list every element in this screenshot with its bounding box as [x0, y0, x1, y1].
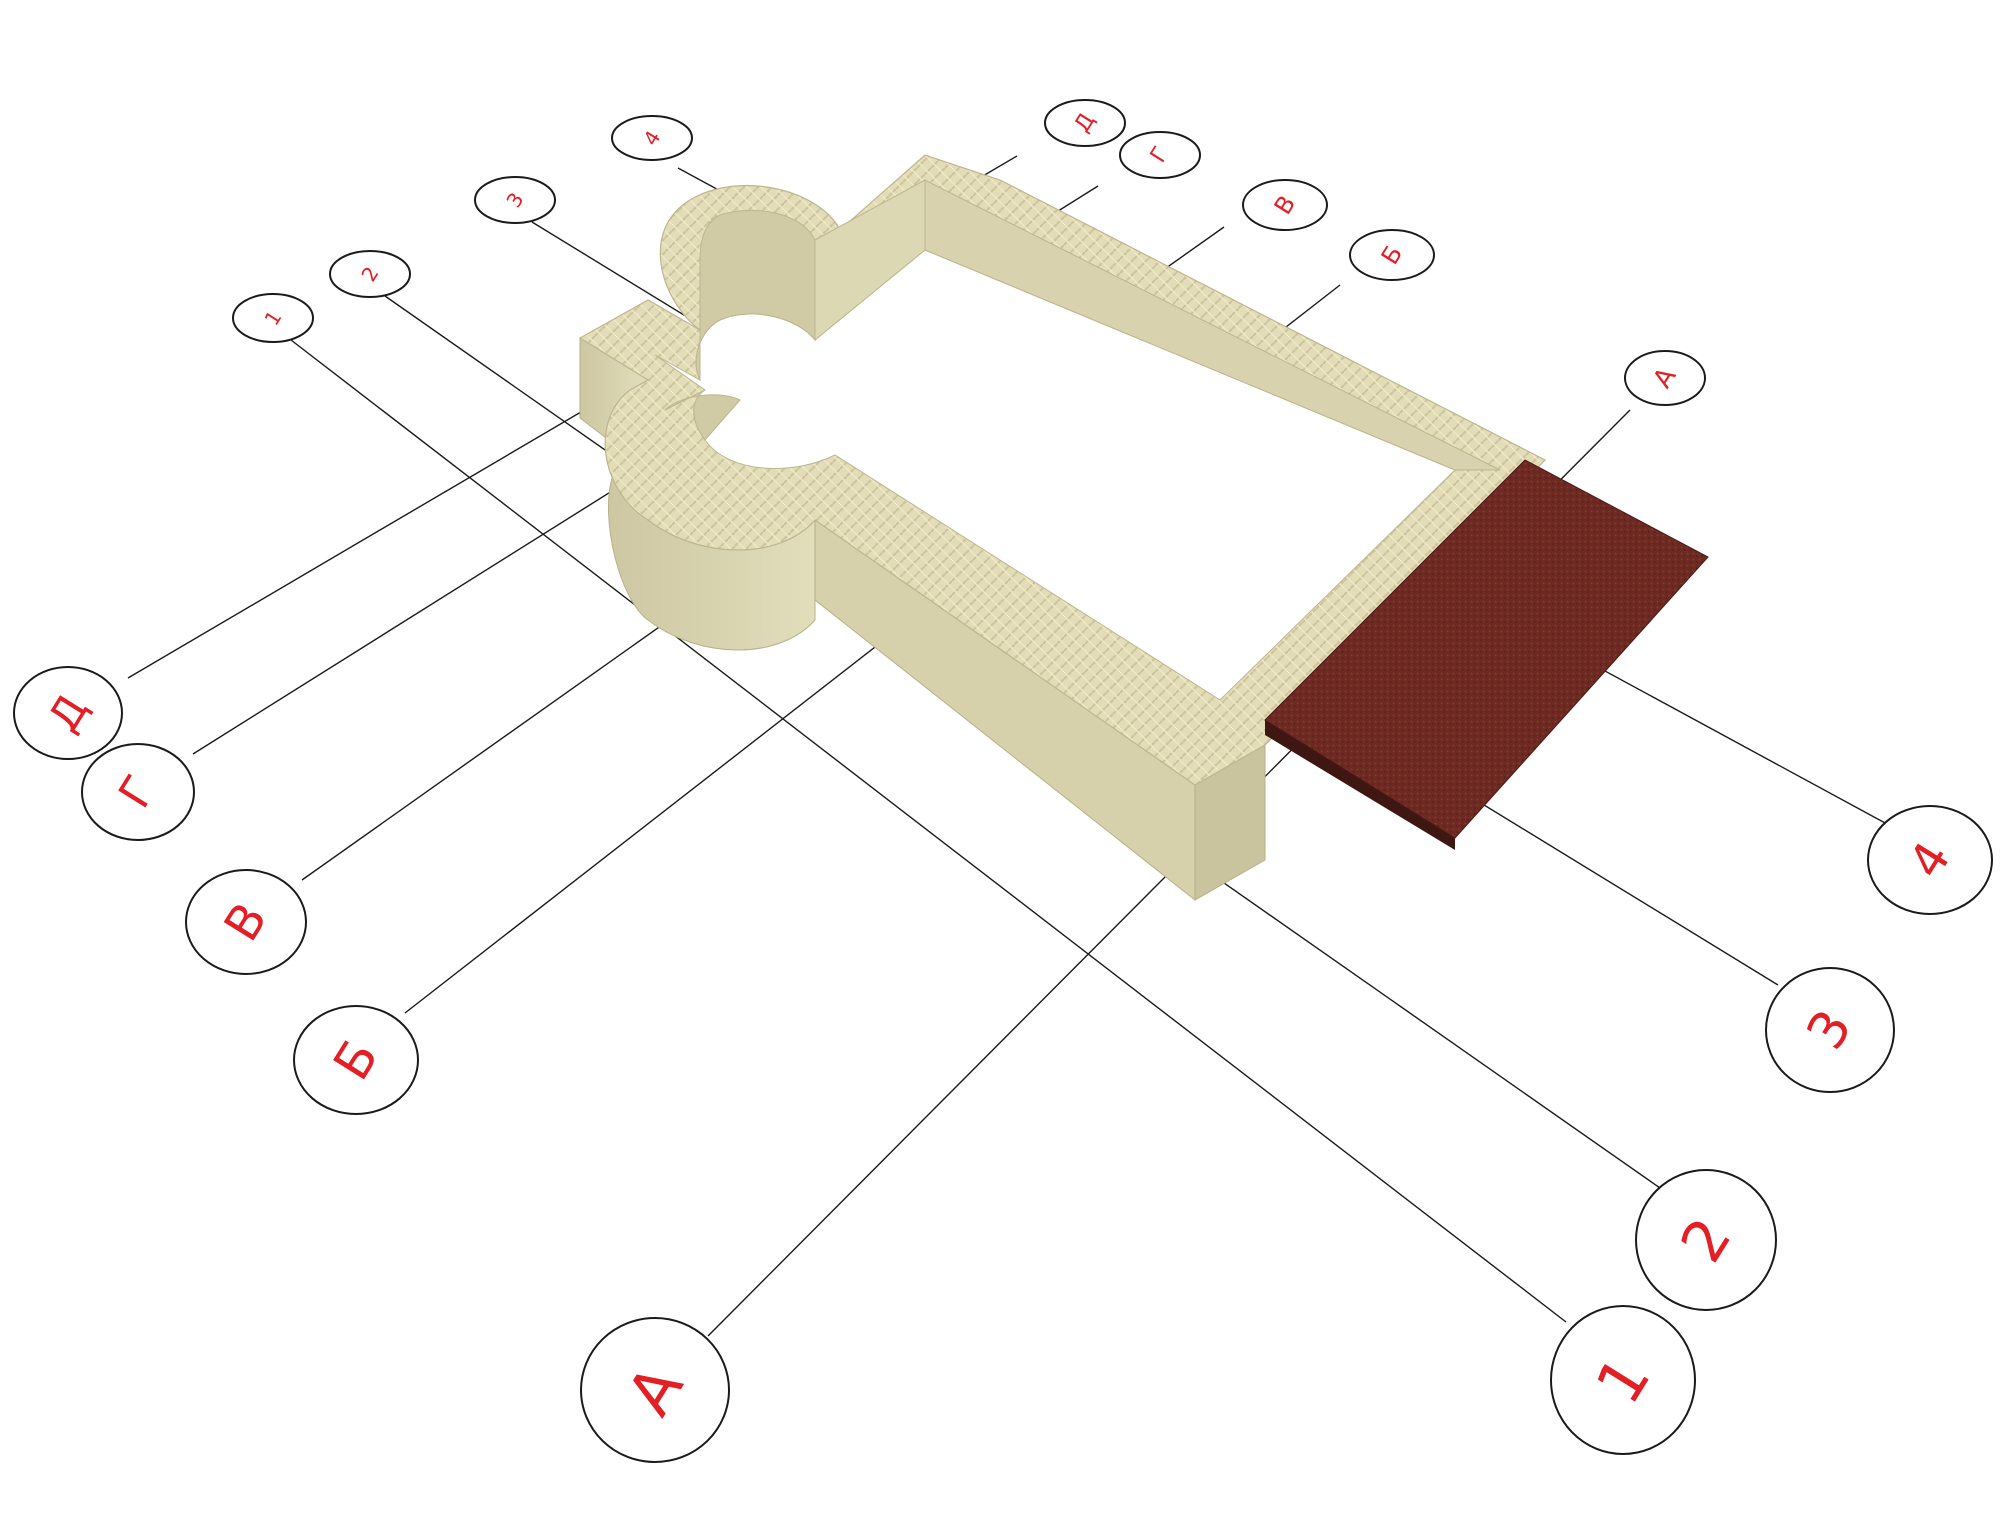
axis-line-1 [290, 339, 1567, 1323]
bubble-near-B: Б [293, 1005, 419, 1115]
ramp-top-face [1264, 459, 1709, 839]
wall-inner-apse-upper [695, 209, 816, 381]
bubble-near-A: А [580, 1317, 730, 1463]
bubble-near-G: Г [81, 743, 195, 841]
wall-inner-apse-lower [664, 389, 741, 441]
bubble-far-V: В [1242, 179, 1328, 231]
near-bubbles: Д Г В Б А 1 2 3 [13, 666, 1993, 1463]
far-bubbles: Д Г В Б А 1 2 3 [232, 99, 1706, 406]
entrance-ramp [1264, 459, 1709, 850]
bubble-far-1: 1 [232, 293, 314, 343]
bubble-near-2: 2 [1635, 1169, 1777, 1311]
bubble-far-A: А [1624, 350, 1706, 406]
bubble-far-4: 4 [611, 115, 693, 161]
bubble-near-V: В [185, 869, 307, 975]
foundation-walls [578, 154, 1546, 902]
bubble-near-3: 3 [1765, 967, 1895, 1093]
bubble-near-4: 4 [1867, 805, 1993, 915]
bubble-near-1: 1 [1550, 1305, 1696, 1455]
bubble-far-3: 3 [474, 176, 556, 224]
bubble-far-D: Д [1044, 99, 1126, 147]
bubble-near-D: Д [13, 666, 123, 760]
bubble-far-2: 2 [329, 250, 411, 298]
ramp-side-face [1265, 720, 1455, 850]
wall-inner-left-face [814, 179, 926, 342]
bubble-far-B: Б [1349, 229, 1435, 281]
bubble-far-G: Г [1119, 131, 1201, 179]
